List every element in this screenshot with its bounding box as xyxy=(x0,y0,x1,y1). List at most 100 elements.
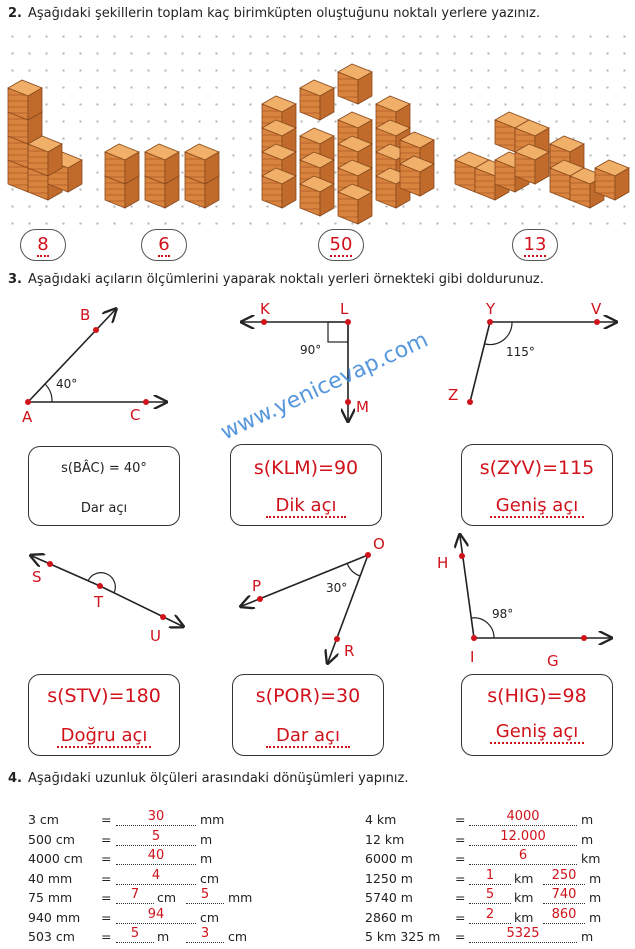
conversion-quantity: 940 mm xyxy=(28,909,81,925)
answer-blank: 5325 xyxy=(469,926,577,943)
svg-text:I: I xyxy=(470,648,474,666)
equals-sign: = xyxy=(455,812,466,827)
answer-value: 12.000 xyxy=(500,828,546,844)
unit: mm xyxy=(200,812,225,827)
conversion-row: 40 mm = 4 cm xyxy=(28,867,328,889)
answer-value: 4000 xyxy=(506,809,540,824)
answer-value: 860 xyxy=(551,906,577,922)
figure-4 xyxy=(454,111,630,209)
svg-text:U: U xyxy=(150,627,161,645)
unit: m xyxy=(581,929,594,944)
unit: cm xyxy=(228,929,248,944)
unit: m xyxy=(200,831,213,847)
angle-hig: H I G 98° xyxy=(437,536,610,670)
answer-blank: 4 xyxy=(116,867,196,885)
answer-blank: 6 xyxy=(469,848,577,865)
conversion-quantity: 4 km xyxy=(365,812,397,827)
answer-blank: 5 xyxy=(116,828,196,846)
equals-sign: = xyxy=(101,870,112,886)
svg-text:R: R xyxy=(344,642,354,660)
conversion-quantity: 503 cm xyxy=(28,929,75,944)
equals-sign: = xyxy=(101,831,112,847)
answer-pill-1: 8 xyxy=(20,229,66,261)
answer-pill-3: 50 xyxy=(318,229,364,261)
unit: km xyxy=(514,909,534,925)
answer-value: 740 xyxy=(551,887,577,902)
answer-value: 7 xyxy=(130,887,140,902)
answer-blank: 94 xyxy=(116,906,196,924)
crate-figures xyxy=(7,63,630,225)
unit: cm xyxy=(200,870,220,886)
svg-text:98°: 98° xyxy=(492,607,513,621)
equals-sign: = xyxy=(101,812,112,827)
conversion-row: 4 km = 4000 m xyxy=(365,809,630,830)
q3-prompt: 3.Aşağıdaki açıların ölçümlerini yaparak… xyxy=(8,272,544,287)
svg-text:K: K xyxy=(260,300,271,318)
answer-blank: 250 xyxy=(543,868,585,885)
conversion-quantity: 1250 m xyxy=(365,870,413,886)
answer-value: 6 xyxy=(518,848,528,863)
equals-sign: = xyxy=(101,929,112,944)
svg-text:H: H xyxy=(437,554,448,572)
answer-value: 94 xyxy=(147,906,165,922)
conversion-quantity: 2860 m xyxy=(365,909,413,925)
conversion-quantity: 40 mm xyxy=(28,870,73,886)
answer-value: 4 xyxy=(151,867,161,883)
answer-pill-4: 13 xyxy=(512,229,558,261)
svg-text:V: V xyxy=(591,300,602,318)
answer-blank: 3 xyxy=(186,926,224,943)
unit: m xyxy=(589,890,602,905)
svg-text:Z: Z xyxy=(448,386,458,404)
conversion-quantity: 75 mm xyxy=(28,890,73,905)
answer-blank: 5 xyxy=(186,887,224,904)
answer-box-klm: s(KLM)=90 Dik açı xyxy=(230,444,382,526)
unit: m xyxy=(581,812,594,827)
unit: cm xyxy=(157,890,177,905)
answer-box-zyv: s(ZYV)=115 Geniş açı xyxy=(461,444,613,526)
equals-sign: = xyxy=(455,851,466,866)
equals-sign: = xyxy=(101,909,112,925)
conversion-quantity: 5740 m xyxy=(365,890,413,905)
figure-3 xyxy=(261,63,435,225)
svg-text:O: O xyxy=(373,535,385,553)
conversion-quantity: 6000 m xyxy=(365,851,413,866)
answer-blank: 4000 xyxy=(469,809,577,826)
svg-text:S: S xyxy=(32,568,42,586)
equals-sign: = xyxy=(455,929,466,944)
unit: mm xyxy=(228,890,253,905)
svg-text:T: T xyxy=(93,593,104,611)
unit: m xyxy=(200,851,213,866)
answer-value: 1 xyxy=(485,867,495,883)
answer-blank: 1 xyxy=(469,867,511,885)
answer-blank: 5 xyxy=(116,926,154,943)
answer-value: 5325 xyxy=(506,926,540,941)
figure-2 xyxy=(104,143,220,209)
answer-value: 5 xyxy=(485,887,495,902)
angle-zyv: Y V Z 115° xyxy=(448,300,615,405)
angle-stu: S T U xyxy=(32,556,182,645)
answer-value: 30 xyxy=(147,809,165,824)
conversion-quantity: 12 km xyxy=(365,831,405,847)
answer-blank: 12.000 xyxy=(469,828,577,846)
answer-blank: 5 xyxy=(469,887,511,904)
answer-value: 5 xyxy=(151,828,161,844)
answer-value: 5 xyxy=(130,926,140,941)
answer-box-bac: s(BÂC) = 40° Dar açı xyxy=(28,446,180,526)
angle-bac: B A C 40° xyxy=(22,306,165,426)
watermark: www.yenicevap.com xyxy=(217,327,432,445)
unit: km xyxy=(514,890,534,905)
answer-blank: 740 xyxy=(543,887,585,904)
equals-sign: = xyxy=(455,909,466,925)
unit: m xyxy=(581,831,594,847)
equals-sign: = xyxy=(101,851,112,866)
svg-text:40°: 40° xyxy=(56,377,77,391)
svg-text:C: C xyxy=(130,406,140,424)
